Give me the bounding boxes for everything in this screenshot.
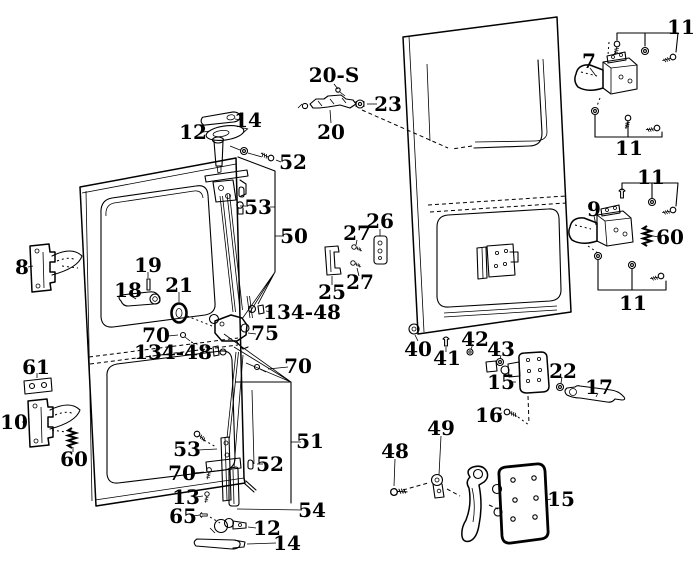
- label-9: 9: [587, 197, 601, 221]
- plate-26: [373, 229, 388, 265]
- screw-16: [496, 408, 530, 426]
- hinge-10: [22, 398, 81, 452]
- label-21: 21: [165, 273, 193, 297]
- lock-assembly-bottom: [389, 435, 552, 545]
- label-52-top: 52: [279, 150, 307, 174]
- label-11-hinge9-upper: 11: [637, 165, 665, 189]
- label-40: 40: [404, 337, 432, 361]
- label-27-bottom: 27: [346, 270, 374, 294]
- label-65: 65: [169, 504, 197, 528]
- door-handle-18: [118, 291, 161, 307]
- label-49: 49: [427, 416, 455, 440]
- label-20: 20: [317, 120, 345, 144]
- latch-remote-75: [208, 313, 257, 350]
- door-latch-bracket: [476, 243, 519, 280]
- striker-15-top: [485, 351, 550, 425]
- door-bottom-fasteners: [408, 323, 505, 367]
- lock-pad-14: [193, 538, 277, 550]
- label-52-bottom: 52: [256, 452, 284, 476]
- screw-70-left: [167, 331, 213, 350]
- check-strap-20: [297, 83, 449, 149]
- label-134-48-left: 134-48: [134, 340, 212, 364]
- lock-lever: [461, 465, 489, 543]
- label-13: 13: [172, 485, 200, 509]
- striker-plate-61: [23, 373, 53, 395]
- lock-cylinder-12: [209, 517, 257, 534]
- washer-22: [555, 376, 565, 392]
- cam-49: [430, 435, 445, 499]
- label-27-top: 27: [343, 221, 371, 245]
- label-25: 25: [318, 280, 346, 304]
- label-10: 10: [0, 410, 28, 434]
- label-11-hinge7-upper: 11: [667, 15, 695, 39]
- label-53-top: 53: [244, 195, 272, 219]
- hinge-9-assembly: [568, 182, 679, 291]
- label-8: 8: [15, 255, 29, 279]
- label-16: 16: [475, 403, 503, 427]
- label-7: 7: [582, 49, 596, 73]
- label-12-top: 12: [179, 120, 207, 144]
- label-54: 54: [298, 498, 326, 522]
- label-48: 48: [381, 439, 409, 463]
- assembly-box-51: [223, 333, 303, 511]
- right-door-panel: [402, 16, 572, 335]
- label-23: 23: [374, 92, 402, 116]
- label-12-bottom: 12: [253, 516, 281, 540]
- label-18: 18: [114, 278, 142, 302]
- label-51: 51: [296, 429, 324, 453]
- label-22: 22: [549, 359, 577, 383]
- hinge-7: [574, 51, 638, 95]
- label-50: 50: [280, 224, 308, 248]
- label-134-48-right: 134-48: [263, 300, 341, 324]
- label-11-hinge9-lower: 11: [619, 291, 647, 315]
- lock-rods: [219, 193, 255, 469]
- hinge-9: [568, 204, 634, 247]
- label-70-left: 70: [142, 323, 170, 347]
- label-14-bottom: 14: [273, 531, 301, 555]
- label-43: 43: [487, 337, 515, 361]
- left-door-panel: [79, 157, 246, 507]
- label-60-right: 60: [656, 225, 684, 249]
- label-70-bottom: 70: [168, 461, 196, 485]
- label-14-top: 14: [234, 108, 262, 132]
- label-61: 61: [22, 355, 50, 379]
- grommet-21: [170, 292, 213, 327]
- label-60-left: 60: [60, 447, 88, 471]
- hinge-7-assembly: [574, 32, 679, 138]
- top-lock-cylinder-stack: [200, 111, 282, 215]
- label-15-top: 15: [487, 370, 515, 394]
- clip-134-48-left: [206, 345, 227, 357]
- label-42: 42: [461, 327, 489, 351]
- label-20S: 20-S: [309, 63, 360, 87]
- label-75: 75: [251, 321, 279, 345]
- pin-19: [146, 272, 151, 291]
- striker-25: [324, 245, 342, 285]
- bottom-latch-assembly: [192, 429, 277, 550]
- screws-27: [349, 239, 364, 277]
- hinge-8: [27, 243, 83, 293]
- label-17: 17: [585, 375, 613, 399]
- handle-17: [564, 385, 626, 403]
- callout-labels: 11 7 11 11 9 60 11 20-S 23 20 14 12 52 5…: [0, 15, 695, 555]
- assembly-box-50: [237, 156, 284, 320]
- lock-plate-15: [491, 462, 552, 545]
- label-19: 19: [134, 253, 162, 277]
- label-11-hinge7-lower: 11: [615, 136, 643, 160]
- label-41: 41: [433, 346, 461, 370]
- label-53-bottom: 53: [173, 437, 201, 461]
- label-26: 26: [366, 209, 394, 233]
- label-15-bottom: 15: [547, 487, 575, 511]
- label-70-right: 70: [284, 354, 312, 378]
